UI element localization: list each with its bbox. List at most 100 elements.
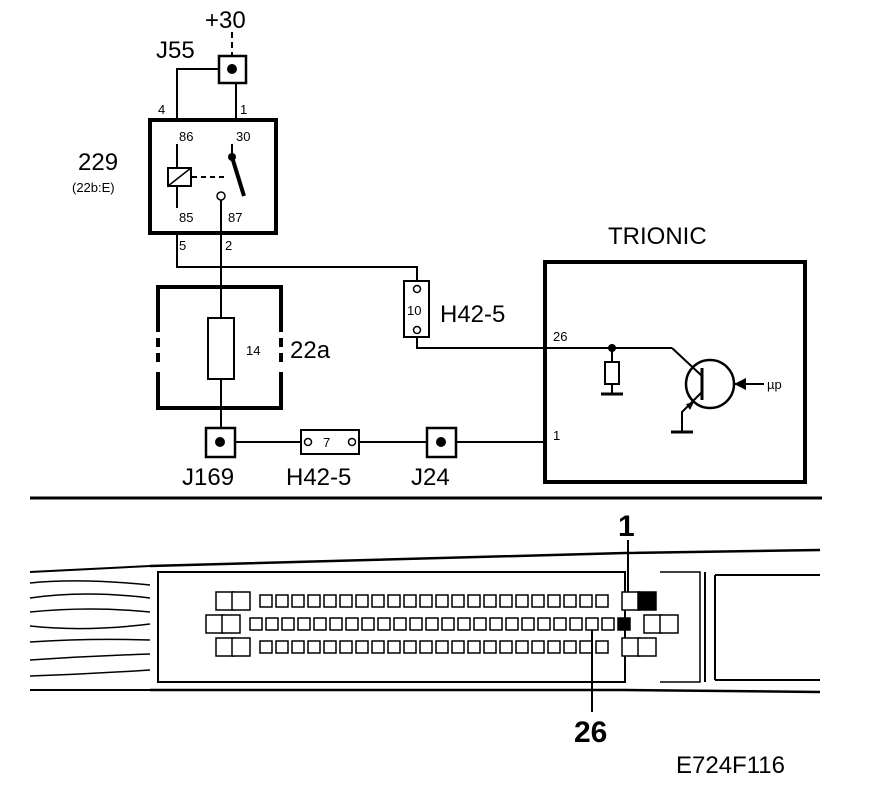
plug-pin-cavity [579, 594, 593, 608]
plug-pin-cavity [355, 594, 369, 608]
plug-pin-cavity [307, 594, 321, 608]
figure-code: E724F116 [676, 752, 785, 779]
trionic-pin1: 1 [553, 428, 560, 443]
plug-pin-cavity [313, 617, 327, 631]
relay-switch-arm [230, 156, 246, 197]
plug-pin-cavity [281, 617, 295, 631]
transistor-input-arrow [734, 378, 746, 390]
plug-pin-cavity [451, 640, 465, 654]
relay-229-box [148, 118, 278, 235]
relay-pin86: 86 [179, 129, 193, 144]
transistor-emitter [681, 391, 703, 432]
plug-pin-cavity [323, 640, 337, 654]
plug-pin-cavity [515, 594, 529, 608]
plug-pin-cavity [467, 640, 481, 654]
plug-pin-cavity [403, 594, 417, 608]
power-label: +30 [205, 7, 246, 34]
relay-contact-87 [216, 191, 226, 201]
plug-pin-cavity [419, 640, 433, 654]
plug-pin-cavity [297, 617, 311, 631]
plug-pin-cavity [547, 594, 561, 608]
plug-pin-cavity [553, 617, 567, 631]
plug-pin-cavity [563, 594, 577, 608]
plug-pin-cavity [521, 617, 535, 631]
trionic-box [543, 260, 807, 484]
connector-lower-pin-right [347, 437, 357, 447]
connector-lower-label: H42-5 [286, 464, 351, 491]
plug-pin-cavity [275, 640, 289, 654]
plug-pin-cavity [467, 594, 481, 608]
plug-pin-cavity [563, 640, 577, 654]
plug-pin-cavity [579, 640, 593, 654]
relay-wire4: 4 [158, 102, 165, 117]
j169-label: J169 [182, 464, 234, 491]
plug-pin-cavity [323, 594, 337, 608]
plug-pin-cavity [403, 640, 417, 654]
pullup-resistor [604, 361, 620, 385]
plug-pin-cavity [231, 637, 251, 657]
plug-pin-cavity [419, 594, 433, 608]
connector-upper-label: H42-5 [440, 301, 505, 328]
plug-pin-cavity [345, 617, 359, 631]
relay-pin85: 85 [179, 210, 193, 225]
plug-pin-cavity [265, 617, 279, 631]
fuse-box-label: 22a [290, 337, 331, 364]
fuse-14 [207, 317, 235, 380]
plug-pin-top-label: 1 [618, 510, 635, 543]
plug-pin-cavity [409, 617, 423, 631]
plug-pin-cavity [637, 637, 657, 657]
relay-id: 229 [78, 149, 118, 176]
plug-pin-bottom-label: 26 [574, 716, 607, 749]
plug-pin-cavity [249, 617, 263, 631]
plug-pin-cavity [441, 617, 455, 631]
j169-node [215, 437, 225, 447]
plug-pin-cavity [595, 640, 609, 654]
plug-end-frame [660, 571, 701, 683]
plug-pin-cavity [531, 640, 545, 654]
plug-pin-cavity [425, 617, 439, 631]
plug-pin-cavity [259, 594, 273, 608]
plug-pin-cavity [231, 591, 251, 611]
plug-pin-cavity [483, 594, 497, 608]
wire-relay85-h42 [176, 233, 418, 281]
plug-pin-grid [205, 591, 679, 657]
relay-wire2: 2 [225, 238, 232, 253]
plug-pin-cavity [435, 640, 449, 654]
plug-pin-cavity [537, 617, 551, 631]
plug-pin-cavity [221, 614, 241, 634]
plug-pin-cavity [569, 617, 583, 631]
plug-pin-cavity [387, 594, 401, 608]
plug-pin-cavity [473, 617, 487, 631]
plug-pin-cavity [499, 640, 513, 654]
trionic-title: TRIONIC [608, 223, 707, 250]
relay-ref: (22b:E) [72, 180, 115, 195]
fuse-box-22a [156, 285, 283, 410]
plug-housing [149, 548, 821, 694]
plug-pin-cavity [505, 617, 519, 631]
plug-pin-cavity [307, 640, 321, 654]
trionic-input-label: µp [767, 377, 782, 392]
relay-pin87: 87 [228, 210, 242, 225]
plug-pin-cavity [291, 640, 305, 654]
wire-harness [29, 580, 151, 677]
plug-pin-cavity [451, 594, 465, 608]
plug-pin-cavity [393, 617, 407, 631]
plug-pin-cavity [595, 594, 609, 608]
j55-node [227, 64, 237, 74]
j24-label: J24 [411, 464, 450, 491]
relay-wire5: 5 [179, 238, 186, 253]
plug-pin-cavity [355, 640, 369, 654]
plug-pin-cavity [259, 640, 273, 654]
plug-pin-cavity [361, 617, 375, 631]
connector-lower-pin: 7 [323, 435, 330, 450]
plug-pin-cavity [617, 617, 631, 631]
relay-pin30: 30 [236, 129, 250, 144]
trionic-pin26: 26 [553, 329, 567, 344]
plug-pin-cavity [291, 594, 305, 608]
wire-h42-trionic26 [416, 337, 545, 349]
plug-pin-cavity [275, 594, 289, 608]
plug-pin-cavity [435, 594, 449, 608]
plug-pin-cavity [339, 594, 353, 608]
j24-node [436, 437, 446, 447]
